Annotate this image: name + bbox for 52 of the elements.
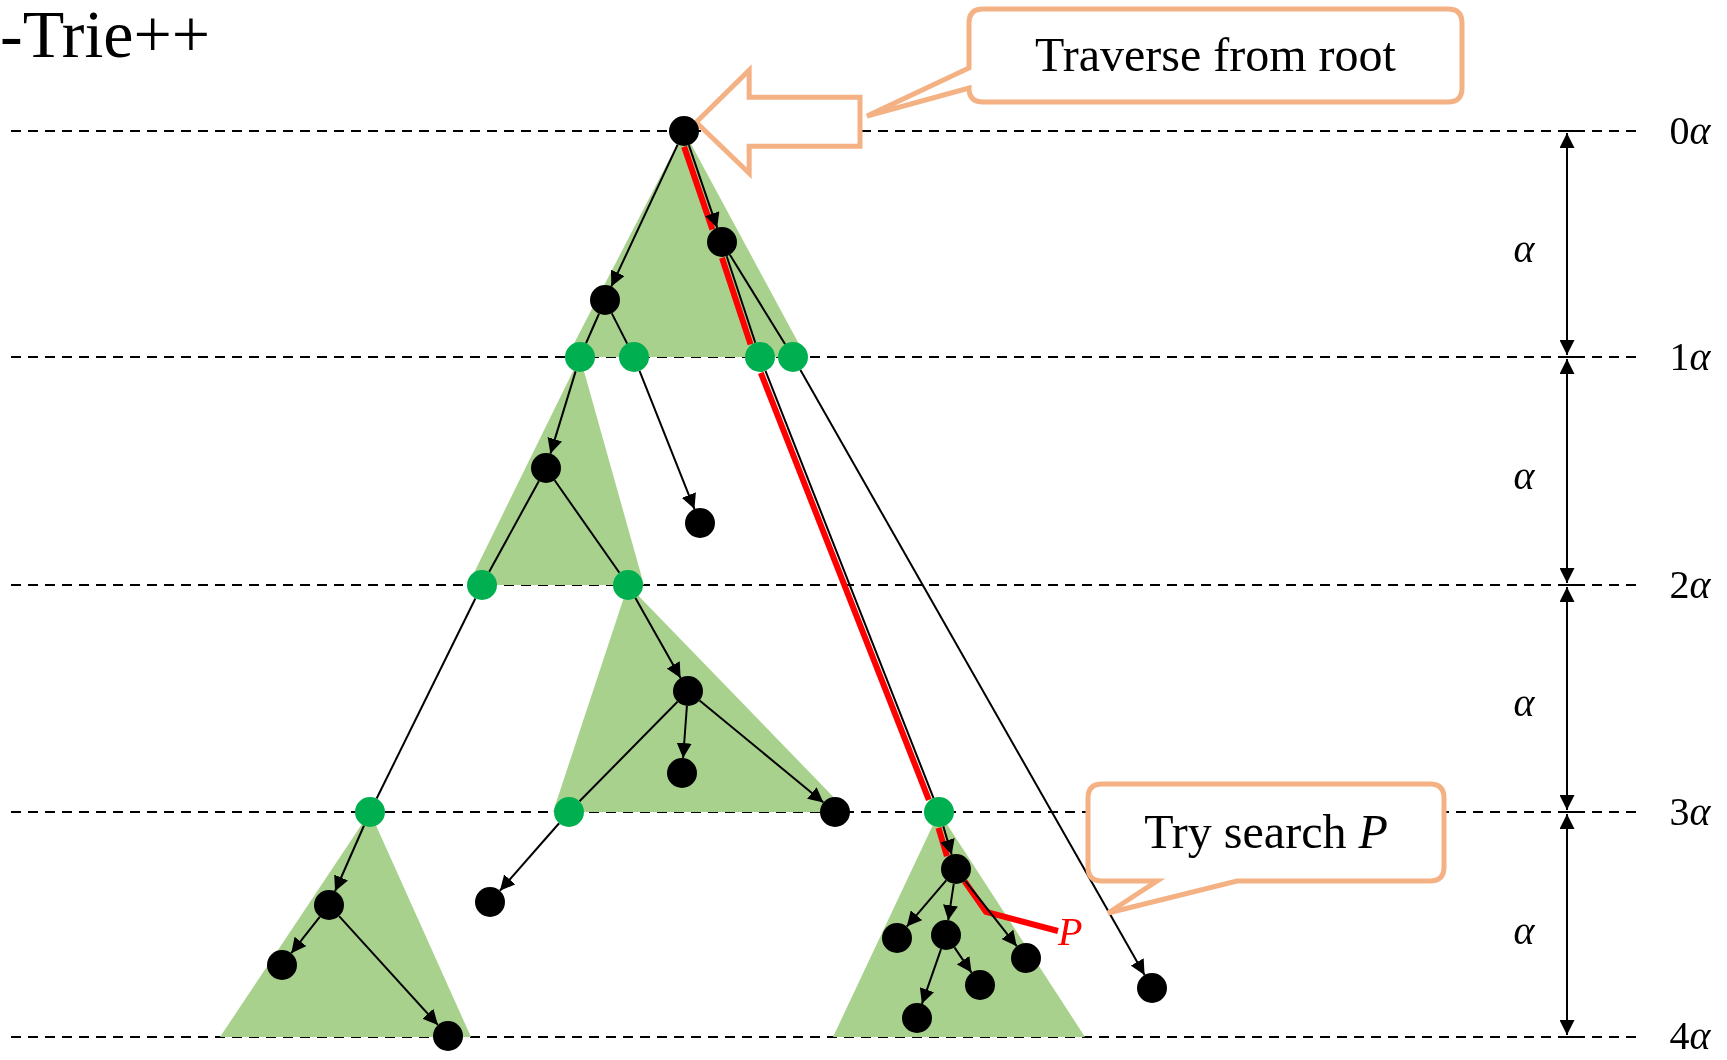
- boundary-node: [924, 797, 954, 827]
- arrow: [698, 699, 825, 804]
- title: -Trie++: [0, 0, 211, 68]
- tree-node: [590, 285, 620, 315]
- level-label: 3α: [1669, 790, 1711, 834]
- boundary-node: [355, 797, 385, 827]
- boundary-node: [554, 797, 584, 827]
- search-path: [935, 826, 950, 857]
- tree-node: [475, 887, 505, 917]
- interval-label: α: [1513, 909, 1535, 953]
- interval-label: α: [1513, 227, 1535, 271]
- arrow: [338, 915, 439, 1026]
- arrow: [905, 879, 948, 928]
- level-label: 0α: [1669, 109, 1711, 153]
- arrow: [919, 948, 943, 1005]
- arrow: [610, 143, 679, 288]
- arrow: [964, 879, 1018, 948]
- tree-node: [820, 797, 850, 827]
- arrow: [290, 915, 321, 955]
- tree-node: [1137, 973, 1167, 1003]
- arrow: [943, 882, 958, 922]
- arrow: [799, 369, 1146, 976]
- tree-node: [669, 116, 699, 146]
- boundary-node: [778, 342, 808, 372]
- arrow: [498, 822, 561, 892]
- block-arrow: [692, 64, 863, 180]
- pattern-label: P: [1058, 912, 1083, 952]
- arrow: [547, 370, 577, 455]
- callout-text: Traverse from root: [1035, 29, 1396, 82]
- interval-label: α: [1513, 681, 1535, 725]
- arrow: [940, 825, 955, 856]
- search-path: [719, 256, 754, 346]
- level-label: 2α: [1669, 563, 1711, 607]
- level-label: 1α: [1669, 335, 1711, 379]
- tree-node: [433, 1021, 463, 1051]
- boundary-node: [565, 342, 595, 372]
- boundary-node: [619, 342, 649, 372]
- search-path: [681, 145, 716, 231]
- interval-label: α: [1513, 454, 1535, 498]
- boundary-node: [613, 570, 643, 600]
- boundary-node: [467, 570, 497, 600]
- arrow: [634, 597, 682, 679]
- boundary-node: [745, 342, 775, 372]
- arrow: [676, 704, 692, 760]
- arrow: [638, 369, 696, 511]
- arrow: [334, 824, 365, 893]
- callout-text: Try search P: [1144, 806, 1388, 859]
- arrow: [953, 946, 973, 974]
- tree-node: [685, 508, 715, 538]
- arrow: [687, 144, 720, 229]
- level-label: 4α: [1669, 1014, 1711, 1058]
- search-path: [962, 879, 1059, 934]
